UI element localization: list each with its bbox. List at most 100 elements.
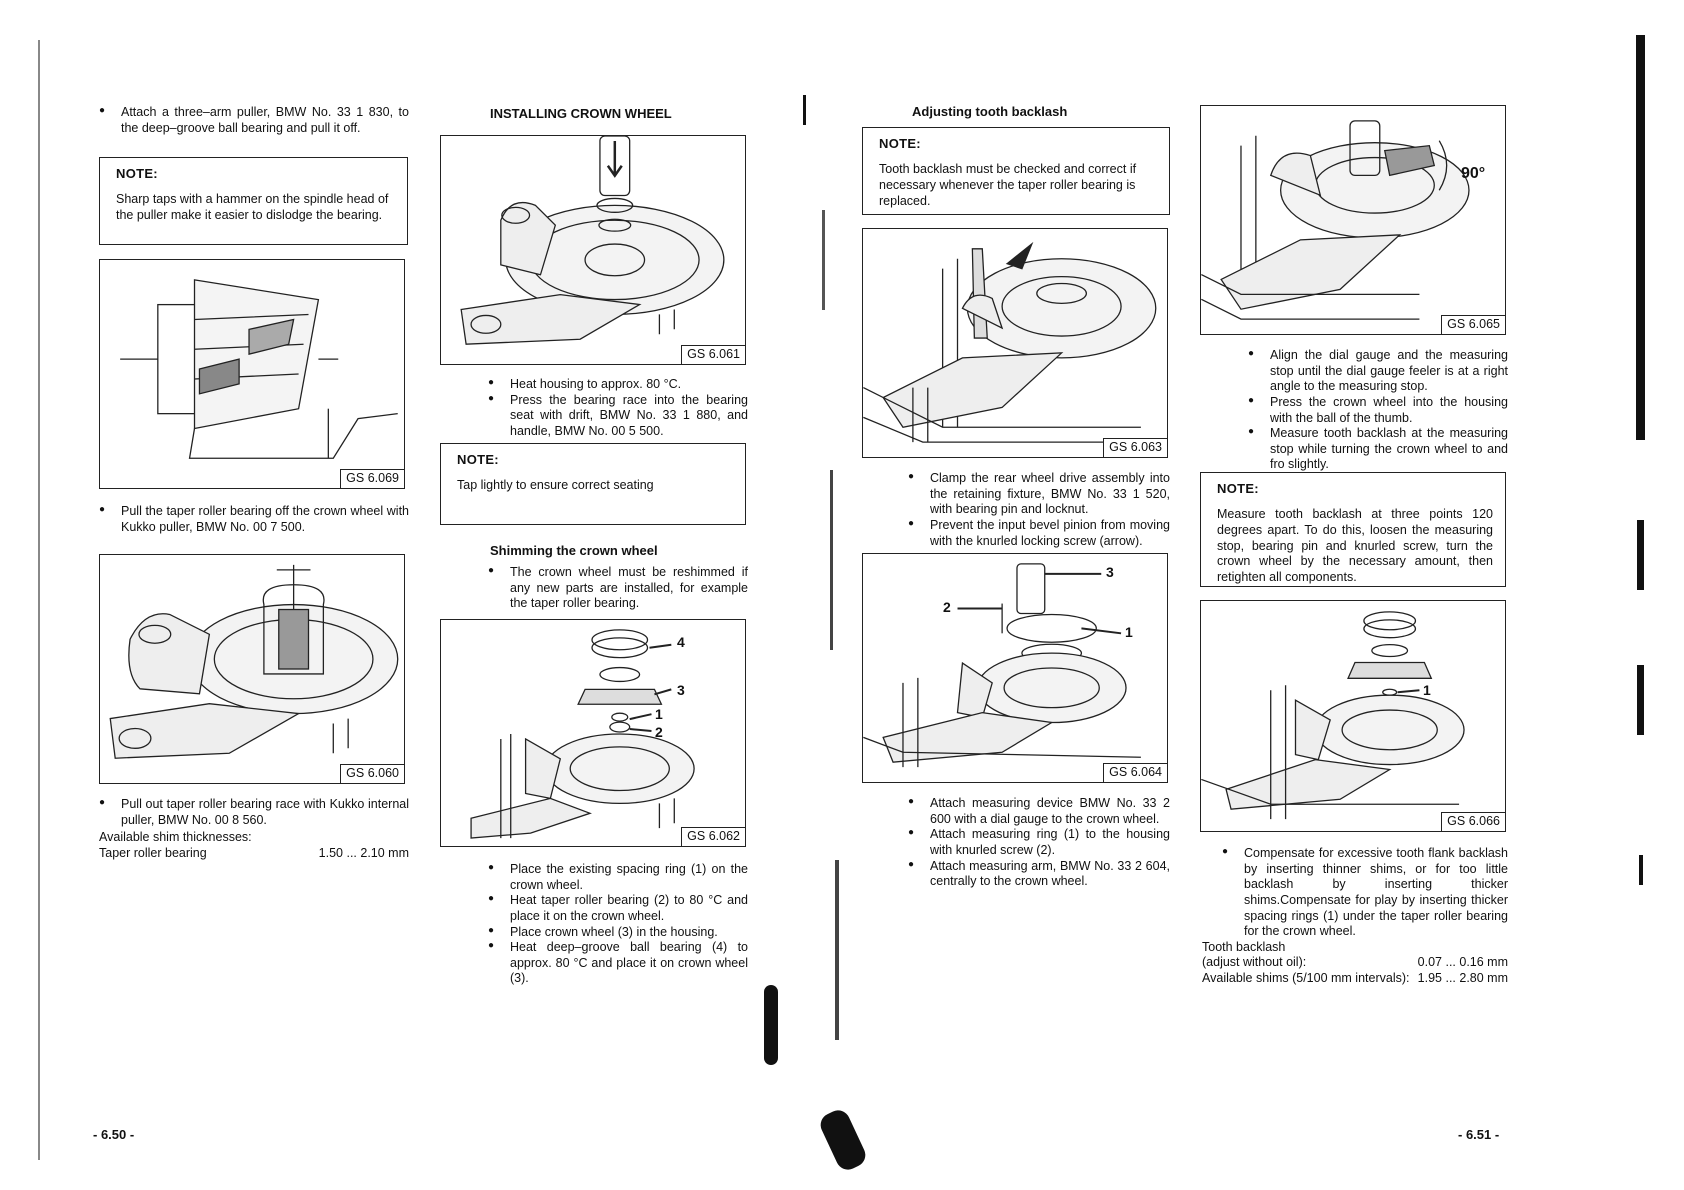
spec2-value: 1.95 ... 2.80 mm	[1417, 971, 1508, 985]
center-binding-mark	[830, 470, 833, 650]
figure-label: GS 6.069	[340, 469, 404, 488]
spec2-label: Available shims (5/100 mm intervals):	[1202, 971, 1410, 985]
heat-bullet-1: Heat housing to approx. 80 °C.	[488, 377, 748, 393]
figure-gs-6-065: 90° GS 6.065	[1200, 105, 1506, 335]
left-col-1-c: Pull out taper roller bearing race with …	[99, 797, 409, 862]
left-col-1-b: Pull the taper roller bearing off the cr…	[99, 504, 409, 535]
align-bullet-1: Align the dial gauge and the measuring s…	[1248, 348, 1508, 395]
place-bullet-3: Place crown wheel (3) in the housing.	[488, 925, 748, 941]
figure-gs-6-062: 4 3 1 2 GS 6.062	[440, 619, 746, 847]
intro-bullet: Attach a three–arm puller, BMW No. 33 1 …	[99, 105, 409, 136]
place-bullet-1: Place the existing spacing ring (1) on t…	[488, 862, 748, 893]
note-label: NOTE:	[1217, 481, 1259, 496]
right-edge-bar	[1636, 35, 1645, 440]
attach-bullet-3: Attach measuring arm, BMW No. 33 2 604, …	[908, 859, 1170, 890]
figure-gs-6-060: GS 6.060	[99, 554, 405, 784]
right-col-4-a: Align the dial gauge and the measuring s…	[1248, 348, 1508, 473]
callout-2: 2	[655, 724, 663, 740]
note-text: Tap lightly to ensure correct seating	[457, 478, 654, 493]
callout-2: 2	[943, 599, 951, 615]
align-bullet-2: Press the crown wheel into the housing w…	[1248, 395, 1508, 426]
page-number-right: - 6.51 -	[1458, 1127, 1500, 1142]
figure-gs-6-064: 3 2 1 GS 6.064	[862, 553, 1168, 783]
center-binding-mark	[835, 860, 839, 1040]
note-box-2: NOTE: Tap lightly to ensure correct seat…	[440, 443, 746, 525]
note-box-3: NOTE: Tooth backlash must be checked and…	[862, 127, 1170, 215]
place-bullet-4: Heat deep–groove ball bearing (4) to app…	[488, 940, 748, 987]
backlash-heading: Adjusting tooth backlash	[912, 104, 1068, 119]
right-col-3-b: Attach measuring device BMW No. 33 2 600…	[908, 796, 1170, 890]
note-label: NOTE:	[457, 452, 499, 467]
note-box-1: NOTE: Sharp taps with a hammer on the sp…	[99, 157, 408, 245]
note-text: Tooth backlash must be checked and corre…	[879, 162, 1137, 208]
callout-1: 1	[1125, 624, 1133, 640]
figure-label: GS 6.063	[1103, 438, 1167, 457]
drift-pressing-illustration	[460, 136, 725, 345]
figure-label: GS 6.065	[1441, 315, 1505, 334]
scan-edge-line	[38, 40, 40, 1160]
pull-taper-bullet: Pull the taper roller bearing off the cr…	[99, 504, 409, 535]
clamp-bullet-1: Clamp the rear wheel drive assembly into…	[908, 471, 1170, 518]
spec1-value: 0.07 ... 0.16 mm	[1417, 955, 1508, 970]
dial-gauge-illustration	[1201, 120, 1470, 320]
center-blot	[764, 985, 778, 1065]
shim-value: 1.50 ... 2.10 mm	[318, 845, 409, 860]
note-text: Measure tooth backlash at three points 1…	[1217, 507, 1493, 584]
left-col-1: Attach a three–arm puller, BMW No. 33 1 …	[99, 105, 409, 136]
note-label: NOTE:	[879, 136, 921, 151]
shim-label: Taper roller bearing	[99, 845, 207, 860]
page-number-left: - 6.50 -	[93, 1127, 135, 1142]
spec-row-1: (adjust without oil): 0.07 ... 0.16 mm	[1202, 955, 1508, 971]
right-edge-bar	[1637, 665, 1644, 735]
callout-3: 3	[677, 682, 685, 698]
retaining-fixture-illustration	[863, 241, 1157, 443]
left-col-2-a: Heat housing to approx. 80 °C. Press the…	[488, 377, 748, 440]
figure-label: GS 6.066	[1441, 812, 1505, 831]
spec-row-2: Available shims (5/100 mm intervals): 1.…	[1202, 971, 1508, 987]
figure-label: GS 6.062	[681, 827, 745, 846]
spec1-label: (adjust without oil):	[1202, 955, 1307, 970]
compensate-bullet: Compensate for excessive tooth flank bac…	[1222, 846, 1508, 940]
spec-title: Tooth backlash	[1202, 939, 1286, 954]
left-col-2-b: The crown wheel must be reshimmed if any…	[488, 565, 748, 612]
figure-label: GS 6.061	[681, 345, 745, 364]
pull-race-bullet: Pull out taper roller bearing race with …	[99, 797, 409, 828]
attach-bullet-1: Attach measuring device BMW No. 33 2 600…	[908, 796, 1170, 827]
figure-gs-6-066: 1 GS 6.066	[1200, 600, 1506, 832]
figure-gs-6-061: GS 6.061	[440, 135, 746, 365]
callout-1: 1	[655, 706, 663, 722]
intro-bullet-list: Attach a three–arm puller, BMW No. 33 1 …	[99, 105, 409, 136]
heat-bullet-2: Press the bearing race into the bearing …	[488, 393, 748, 440]
figure-gs-6-063: GS 6.063	[862, 228, 1168, 458]
align-bullet-3: Measure tooth backlash at the measuring …	[1248, 426, 1508, 473]
reshim-bullet: The crown wheel must be reshimmed if any…	[488, 565, 748, 612]
place-bullet-2: Heat taper roller bearing (2) to 80 °C a…	[488, 893, 748, 924]
measuring-device-illustration	[863, 563, 1141, 768]
bearing-puller-illustration	[120, 279, 398, 459]
angle-label: 90°	[1461, 165, 1486, 182]
figure-gs-6-069: GS 6.069	[99, 259, 405, 489]
figure-label: GS 6.064	[1103, 763, 1167, 782]
right-col-3-a: Clamp the rear wheel drive assembly into…	[908, 471, 1170, 549]
callout-4: 4	[677, 634, 685, 650]
note-box-4: NOTE: Measure tooth backlash at three po…	[1200, 472, 1506, 587]
center-blot	[816, 1106, 870, 1174]
installing-heading: INSTALLING CROWN WHEEL	[490, 106, 672, 121]
crown-wheel-exploded-illustration	[470, 629, 695, 839]
shimming-heading: Shimming the crown wheel	[490, 543, 658, 558]
note-label: NOTE:	[116, 166, 158, 181]
clamp-bullet-2: Prevent the input bevel pinion from movi…	[908, 518, 1170, 549]
internal-puller-illustration	[109, 564, 399, 759]
left-col-2-c: Place the existing spacing ring (1) on t…	[488, 862, 748, 987]
right-col-4-b: Compensate for excessive tooth flank bac…	[1202, 846, 1508, 987]
spacing-ring-illustration	[1201, 611, 1465, 820]
callout-3: 3	[1106, 564, 1114, 580]
note-text: Sharp taps with a hammer on the spindle …	[116, 192, 389, 222]
right-edge-bar	[1639, 855, 1643, 885]
shim-title: Available shim thicknesses:	[99, 830, 252, 845]
attach-bullet-2: Attach measuring ring (1) to the housing…	[908, 827, 1170, 858]
right-edge-bar	[1637, 520, 1644, 590]
center-binding-mark	[822, 210, 825, 310]
figure-label: GS 6.060	[340, 764, 404, 783]
shim-spec-row: Taper roller bearing 1.50 ... 2.10 mm	[99, 846, 409, 862]
